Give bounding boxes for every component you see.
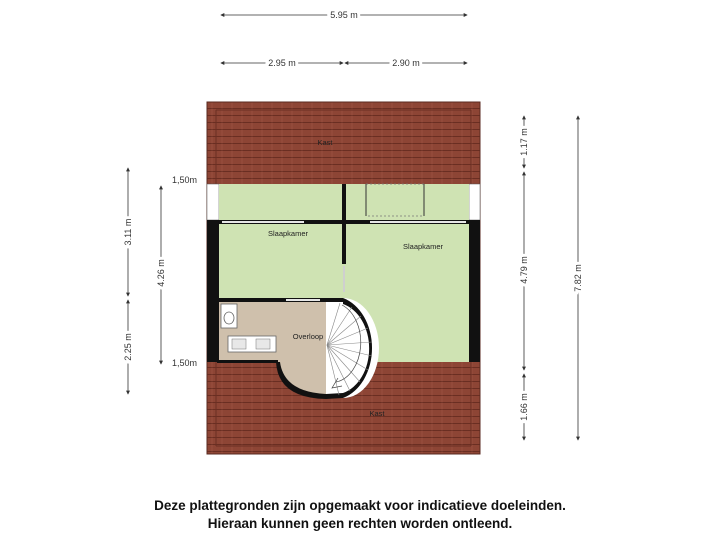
dim-right-width: 2.90 m <box>392 58 420 68</box>
dim-eave-bottom: 1,50m <box>172 358 197 368</box>
label-kast-top: Kast <box>317 138 333 147</box>
dim-eave-top: 1,50m <box>172 175 197 185</box>
roof-top <box>207 102 480 184</box>
room-slaapkamer-left <box>219 184 343 298</box>
dim-right-height-2: 4.79 m <box>519 256 529 284</box>
dim-left-height-1: 3.11 m <box>123 219 133 246</box>
label-slaapkamer-left: Slaapkamer <box>268 229 309 238</box>
dim-total-width: 5.95 m <box>330 10 358 20</box>
dim-right-height-total: 7.82 m <box>573 264 583 292</box>
disclaimer: Deze plattegronden zijn opgemaakt voor i… <box>0 497 720 533</box>
dim-left-width: 2.95 m <box>268 58 296 68</box>
label-kast-bottom: Kast <box>369 409 385 418</box>
label-overloop: Overloop <box>293 332 323 341</box>
stair-steps <box>326 302 373 396</box>
disclaimer-line-2: Hieraan kunnen geen rechten worden ontle… <box>207 516 513 531</box>
dim-left-height-total: 4.26 m <box>156 259 166 287</box>
dim-right-height-1: 1.17 m <box>519 128 529 156</box>
dim-left-height-2: 2.25 m <box>123 333 133 361</box>
dim-right-height-3: 1.66 m <box>519 393 529 421</box>
disclaimer-line-1: Deze plattegronden zijn opgemaakt voor i… <box>154 498 566 513</box>
label-slaapkamer-right: Slaapkamer <box>403 242 444 251</box>
